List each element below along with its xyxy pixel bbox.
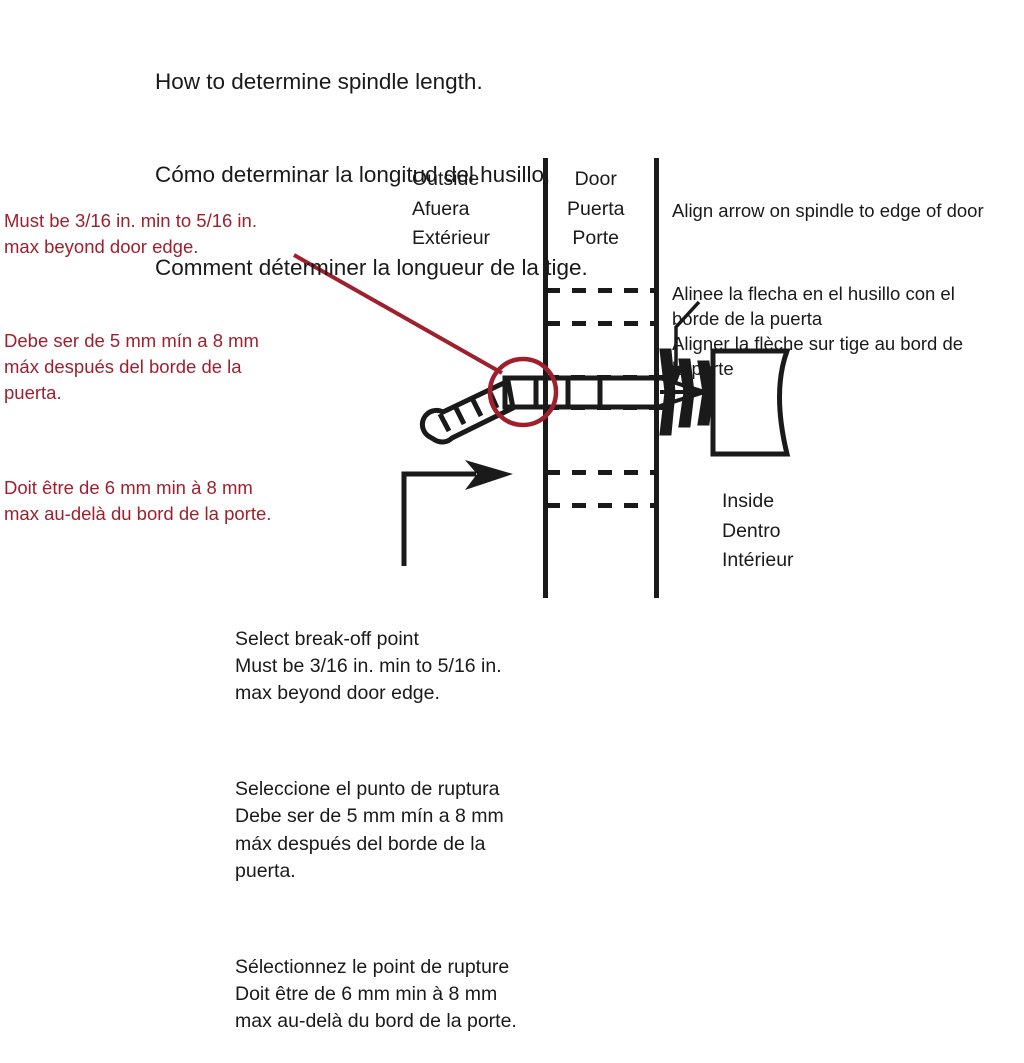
breakoff-arrowhead-icon (465, 460, 513, 490)
edge-clearance-note-fr: Doit être de 6 mm min à 8 mm max au-delà… (4, 476, 272, 524)
red-leader-line (293, 253, 503, 375)
title-line-en: How to determine spindle length. (155, 69, 483, 95)
door-label: Door Puerta Porte (567, 168, 625, 250)
title-line-fr: Comment déterminer la longueur de la tig… (155, 255, 588, 281)
outside-label: Outside Afuera Extérieur (412, 168, 491, 250)
edge-clearance-note-es: Debe ser de 5 mm mín a 8 mm máx después … (4, 330, 259, 404)
edge-clearance-note: Must be 3/16 in. min to 5/16 in. max bey… (4, 156, 314, 552)
align-arrow-note: Align arrow on spindle to edge of door A… (672, 148, 1024, 407)
page-title: How to determine spindle length. Cómo de… (155, 4, 588, 314)
inside-lock-body (710, 348, 791, 457)
align-arrowhead-icon (669, 366, 683, 385)
breakoff-point-note-en: Select break-off point Must be 3/16 in. … (235, 627, 502, 705)
align-arrow-note-es-fr: Alinee la flecha en el husillo con el bo… (672, 282, 964, 380)
spindle-bar (502, 375, 674, 410)
breakoff-point-note-es: Seleccione el punto de ruptura Debe ser … (235, 778, 504, 882)
breakoff-point-note: Select break-off point Must be 3/16 in. … (235, 571, 565, 1063)
spindle-guide-dashes (545, 375, 672, 410)
breakoff-point-note-fr: Sélectionnez le point de rupture Doit êt… (235, 955, 517, 1033)
breakoff-highlight-circle (487, 356, 559, 428)
align-arrow-note-en: Align arrow on spindle to edge of door (672, 200, 984, 222)
inside-label: Inside Dentro Intérieur (722, 490, 794, 572)
breakoff-leader-line (401, 471, 476, 566)
door-dashed-lines (546, 288, 657, 508)
align-arrow-leader (674, 300, 701, 367)
spindle-diagram (293, 158, 791, 598)
edge-clearance-note-en: Must be 3/16 in. min to 5/16 in. max bey… (4, 209, 257, 257)
spindle-broken-segment (419, 378, 516, 445)
title-line-es: Cómo determinar la longitud del husillo. (155, 162, 551, 188)
